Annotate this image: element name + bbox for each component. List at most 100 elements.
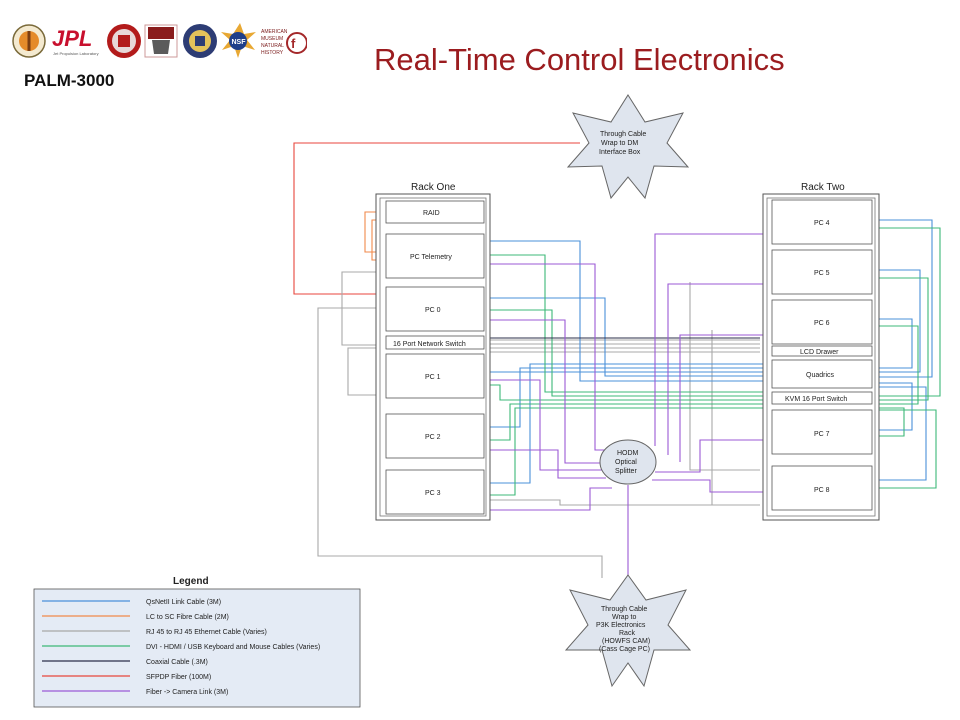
university-crest-icon [144, 24, 178, 58]
cornell-seal-icon [107, 24, 141, 58]
fiber-cable-2 [485, 319, 600, 464]
dvi-cable-8 [872, 325, 919, 405]
svg-text:PC 8: PC 8 [814, 487, 830, 494]
svg-text:(Cass Cage PC): (Cass Cage PC) [599, 646, 650, 653]
rack-one-slot-pc-3: PC 3 [385, 469, 485, 515]
fiber-cable-5 [485, 487, 612, 511]
svg-text:PC 7: PC 7 [814, 431, 830, 438]
partner-logos: JPL Jet Propulsion Laboratory NSF AMERIC… [12, 23, 307, 58]
svg-text:MUSEUM: MUSEUM [261, 36, 283, 42]
dvi-cable-3 [485, 384, 770, 401]
dvi-cable-10 [872, 409, 937, 489]
fiber-cable-7 [667, 283, 770, 455]
legend-label: Coaxial Cable (.3M) [146, 659, 208, 666]
rack-one-label: Rack One [411, 182, 456, 193]
amnh-logo-icon: AMERICAN MUSEUM NATURAL HISTORY [260, 27, 288, 56]
svg-text:(HOWFS CAM): (HOWFS CAM) [602, 638, 650, 645]
qsnet-cable-9 [872, 382, 913, 431]
sfpdp-cable-top [293, 142, 580, 295]
svg-text:PC 4: PC 4 [814, 220, 830, 227]
jpl-logo-sub: Jet Propulsion Laboratory [53, 51, 99, 56]
svg-text:RAID: RAID [423, 210, 440, 217]
svg-text:PC 5: PC 5 [814, 270, 830, 277]
qsnet-cable-4 [485, 367, 770, 428]
ethernet-cable-8 [711, 330, 760, 506]
legend-item: Fiber -> Camera Link (3M) [42, 689, 228, 696]
p3k-electronics-star: Through Cable Wrap to P3K Electronics Ra… [564, 574, 692, 688]
rack-two-slot-pc-5: PC 5 [771, 249, 873, 295]
rack-one-slot-raid: RAID [385, 200, 485, 224]
rack-two-label: Rack Two [801, 182, 845, 193]
legend-label: Fiber -> Camera Link (3M) [146, 689, 228, 696]
nsf-logo-icon: NSF [221, 23, 256, 58]
rack-one-slot-network-switch: 16 Port Network Switch [385, 335, 485, 350]
qsnet-cable-6 [872, 219, 933, 378]
rack-two-slot-pc-4: PC 4 [771, 199, 873, 245]
rack-two-slot-quadrics: Quadrics [771, 359, 873, 389]
rack-two-slot-pc-7: PC 7 [771, 409, 873, 455]
legend: Legend QsNetII Link Cable (3M) LC to SC F… [33, 576, 361, 708]
rack-two-slot-kvm-switch: KVM 16 Port Switch [771, 391, 873, 405]
svg-text:PC 3: PC 3 [425, 490, 441, 497]
svg-text:Interface Box: Interface Box [599, 149, 641, 156]
rack-one: Rack One RAID PC Telemetry PC 0 16 Port … [375, 182, 491, 521]
fiber-cable-6 [654, 233, 770, 446]
legend-label: SFPDP Fiber (100M) [146, 674, 211, 681]
svg-text:PC 1: PC 1 [425, 374, 441, 381]
qsnet-cable-7 [872, 269, 921, 373]
legend-label: LC to SC Fibre Cable (2M) [146, 614, 229, 621]
qsnet-cable-5 [485, 363, 770, 484]
svg-text:NATURAL: NATURAL [261, 43, 284, 49]
fiber-cable-10 [652, 479, 770, 493]
svg-text:Wrap to DM: Wrap to DM [601, 140, 638, 147]
legend-title: Legend [173, 576, 209, 587]
jpl-logo-text: JPL [52, 26, 92, 51]
svg-text:PC 0: PC 0 [425, 307, 441, 314]
jpl-logo-icon: JPL Jet Propulsion Laboratory [52, 26, 99, 56]
dvi-cable-1 [485, 254, 770, 393]
fiber-cable-9 [655, 439, 770, 473]
af-logo-icon: f [286, 32, 307, 54]
rack-two: Rack Two PC 4 PC 5 PC 6 LCD Drawer Quadr… [762, 182, 880, 521]
svg-text:16 Port Network Switch: 16 Port Network Switch [393, 341, 466, 348]
ethernet-cable-bottom [317, 307, 603, 578]
svg-text:LCD Drawer: LCD Drawer [800, 349, 839, 356]
dvi-cable-2 [485, 309, 770, 397]
svg-text:NSF: NSF [232, 39, 247, 46]
dvi-cable-9 [872, 407, 905, 437]
svg-text:Through Cable: Through Cable [600, 131, 646, 138]
fiber-cable-1 [485, 263, 612, 451]
svg-text:Wrap to: Wrap to [612, 614, 636, 621]
dvi-cable-7 [872, 277, 929, 401]
legend-label: QsNetII Link Cable (3M) [146, 599, 221, 606]
svg-text:KVM 16 Port Switch: KVM 16 Port Switch [785, 396, 847, 403]
rack-one-slot-pc-2: PC 2 [385, 413, 485, 459]
page-title: Real-Time Control Electronics [374, 42, 785, 77]
legend-item: SFPDP Fiber (100M) [42, 674, 211, 681]
legend-item: RJ 45 to RJ 45 Ethernet Cable (Varies) [42, 629, 267, 636]
rack-two-slot-lcd-drawer: LCD Drawer [771, 345, 873, 357]
legend-label: RJ 45 to RJ 45 Ethernet Cable (Varies) [146, 629, 267, 636]
dvi-cable-5 [485, 407, 770, 496]
ethernet-cable-2 [347, 347, 377, 396]
qsnet-cable-1 [485, 240, 770, 382]
rack-one-slot-pc-1: PC 1 [385, 353, 485, 399]
hodm-optical-splitter: HODM Optical Splitter [599, 439, 657, 485]
svg-text:Rack: Rack [619, 630, 635, 637]
svg-text:HISTORY: HISTORY [261, 50, 284, 56]
svg-text:PC Telemetry: PC Telemetry [410, 254, 452, 261]
svg-text:AMERICAN: AMERICAN [261, 29, 288, 35]
rack-one-slot-pc-0: PC 0 [385, 286, 485, 332]
legend-label: DVI - HDMI / USB Keyboard and Mouse Cabl… [146, 644, 320, 651]
svg-text:Optical: Optical [615, 459, 637, 466]
ethernet-cable-1 [341, 271, 377, 346]
dvi-cable-4 [485, 403, 770, 441]
cables [293, 142, 941, 590]
fiber-cable-4 [485, 449, 606, 479]
ethernet-cable-9 [485, 499, 760, 506]
rack-one-slot-pc-telemetry: PC Telemetry [385, 233, 485, 279]
svg-text:P3K Electronics: P3K Electronics [596, 622, 646, 629]
dvi-cable-6 [872, 227, 941, 397]
dm-interface-star: Through Cable Wrap to DM Interface Box [566, 94, 690, 200]
